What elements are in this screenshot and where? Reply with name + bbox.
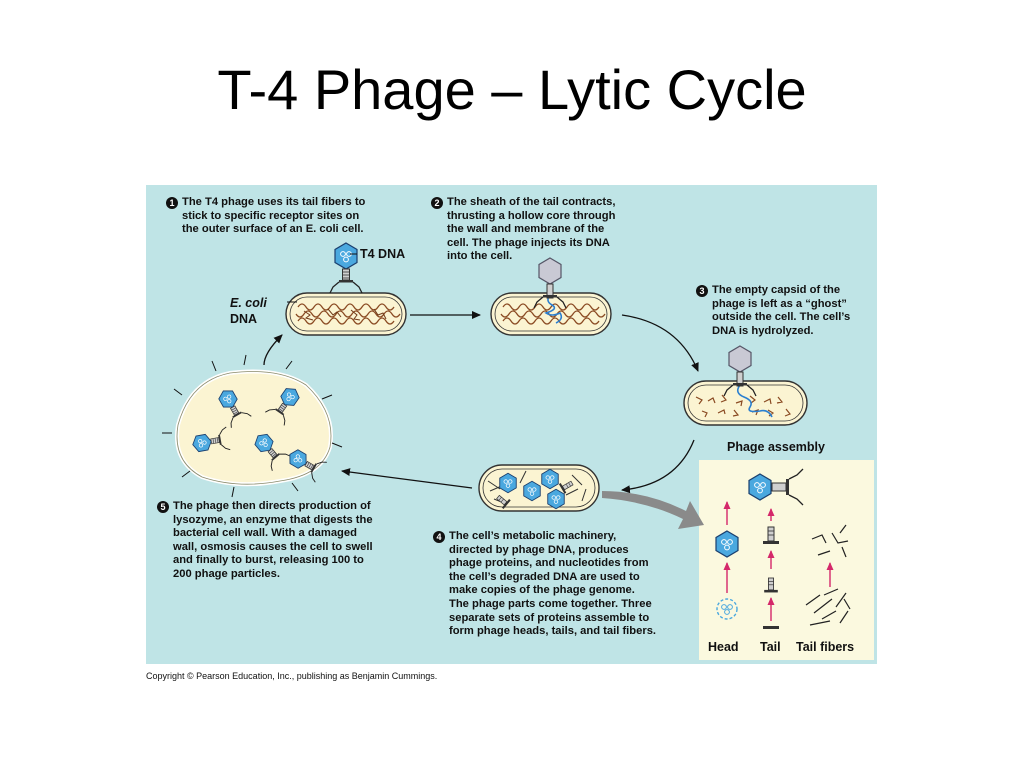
step-5-line-3: bacterial cell wall. With a damaged [173, 527, 357, 540]
step-5-line-2: lysozyme, an enzyme that digests the [173, 513, 373, 526]
step-4-line-8: form phage heads, tails, and tail fibers… [449, 625, 657, 638]
step-5-text: 5 The phage then directs production of l… [157, 500, 373, 582]
ecoli-dna-label-line1: E. coli [230, 296, 267, 310]
copyright-notice: Copyright © Pearson Education, Inc., pub… [146, 671, 438, 681]
slide-title: T-4 Phage – Lytic Cycle [217, 58, 807, 121]
step-5-line-4: wall, osmosis causes the cell to swell [173, 540, 373, 553]
step-3-line-4: DNA is hydrolyzed. [712, 324, 814, 337]
step-1-line-2: stick to specific receptor sites on [182, 209, 360, 222]
lytic-cycle-diagram: 1 The T4 phage uses its tail fibers to s… [146, 185, 877, 664]
step-4-line-1: The cell’s metabolic machinery, [449, 530, 617, 542]
phage-attaching [330, 243, 362, 293]
step-1-line-1: The T4 phage uses its tail fibers to [182, 196, 366, 208]
step-2-line-2: thrusting a hollow core through [447, 209, 616, 222]
cell-step3 [683, 380, 808, 426]
step-1-number: 1 [166, 197, 178, 209]
step-2-number: 2 [431, 197, 443, 209]
cell-step1 [285, 292, 407, 336]
step-4-line-7: separate sets of proteins assemble to [449, 611, 650, 624]
assembly-fibers-column [805, 524, 851, 626]
arrow-step5-to-step1 [263, 334, 283, 366]
t4-dna-label: T4 DNA [360, 247, 406, 261]
step-4-line-5: make copies of the phage genome. [449, 584, 635, 597]
step-5-line-5: and finally to burst, releasing 100 to [173, 554, 364, 567]
arrow-step3-to-step4 [621, 439, 695, 494]
step-4-line-3: phage proteins, and nucleotides from [449, 557, 649, 570]
step-1-line-3: the outer surface of an E. coli cell. [182, 223, 364, 236]
step-4-line-6: The phage parts come together. Three [449, 597, 652, 610]
step-4-text: 4 The cell’s metabolic machinery, direct… [433, 530, 656, 639]
step-5-line-6: 200 phage particles. [173, 567, 280, 580]
assembled-phage [748, 468, 804, 506]
assembly-pointer-arrow [602, 491, 704, 529]
step-5-number: 5 [157, 501, 169, 513]
step-3-line-1: The empty capsid of the [712, 284, 841, 296]
step-4-line-4: the cell’s degraded DNA are used to [449, 570, 640, 583]
diagram-artwork [162, 185, 851, 629]
step-3-line-2: phage is left as a “ghost” [712, 297, 847, 310]
ecoli-dna-label-line2: DNA [230, 312, 258, 326]
step-5-line-1: The phage then directs production of [173, 500, 371, 512]
step-2-line-5: into the cell. [447, 250, 513, 263]
step-2-text: 2 The sheath of the tail contracts, thru… [431, 196, 615, 264]
step-4-line-2: directed by phage DNA, produces [449, 543, 629, 556]
step-3-line-3: outside the cell. The cell’s [712, 311, 851, 324]
tail-label: Tail [760, 640, 781, 654]
phage-assembly-label: Phage assembly [727, 440, 825, 454]
assembly-tail-column [762, 508, 780, 629]
step-1-text: 1 The T4 phage uses its tail fibers to s… [166, 196, 365, 237]
cell-step5-bursting [162, 354, 343, 498]
step-2-line-3: the wall and membrane of the [447, 223, 605, 236]
step-3-text: 3 The empty capsid of the phage is left … [696, 284, 850, 338]
step-2-line-1: The sheath of the tail contracts, [447, 196, 616, 208]
head-label: Head [708, 640, 739, 654]
cell-step2 [490, 292, 612, 336]
step-3-number: 3 [696, 285, 708, 297]
step-2-line-4: cell. The phage injects its DNA [447, 236, 610, 249]
cell-step4 [478, 464, 600, 512]
arrow-step4-to-step5 [341, 468, 473, 489]
assembly-head-column [715, 501, 739, 620]
arrow-step2-to-step3 [621, 314, 699, 372]
step-4-number: 4 [433, 531, 445, 543]
tail-fibers-label: Tail fibers [796, 640, 855, 654]
